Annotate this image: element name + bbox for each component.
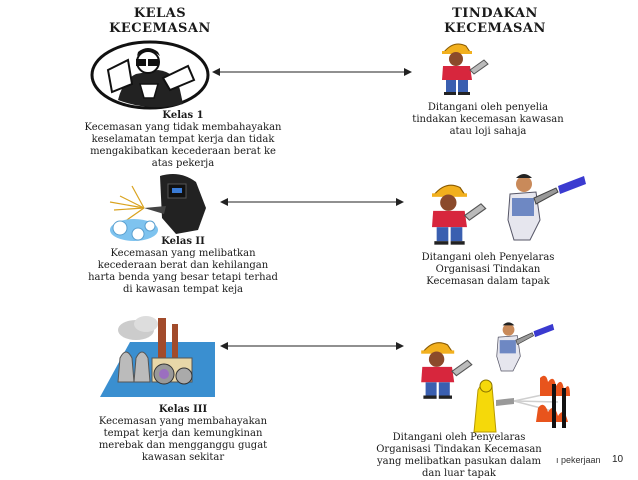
class-2-line: harta benda yang besar tetapi terhad — [88, 272, 278, 283]
footer-text: ı pekerjaan — [556, 455, 601, 465]
action-2-line: Kecemasan dalam tapak — [426, 276, 550, 287]
page-number: 10 — [612, 454, 624, 465]
welder-sparks-icon — [109, 174, 206, 241]
double-arrow-row-1 — [212, 68, 412, 76]
action-1-line: atau loji sahaja — [449, 126, 527, 137]
double-arrow-row-2 — [220, 198, 404, 206]
class-3-line: tempat kerja dan kemungkinan — [103, 428, 263, 439]
class-1-line: atas pekerja — [151, 158, 215, 169]
firefighter-spray-icon — [496, 322, 555, 372]
action-1-line: tindakan kecemasan kawasan — [412, 114, 564, 125]
class-2-title: Kelas II — [161, 236, 205, 247]
class-2-line: Kecemasan yang melibatkan — [110, 248, 256, 259]
header-tindakan: TINDAKAN KECEMASAN — [430, 6, 560, 36]
class-1-line: keselamatan tempat kerja dan tidak — [91, 134, 275, 145]
header-kelas-line2: KECEMASAN — [109, 21, 211, 36]
factory-smoke-icon — [100, 316, 215, 397]
action-3-line: yang melibatkan pasukan dalam — [376, 456, 542, 467]
class-1-line: mengakibatkan kecederaan berat ke — [90, 146, 276, 157]
class-3-title: Kelas III — [158, 404, 208, 415]
action-3-line: dan luar tapak — [422, 468, 496, 479]
class-1-description: Kelas 1 Kecemasan yang tidak membahayaka… — [78, 110, 288, 170]
header-tindakan-line2: KECEMASAN — [444, 21, 546, 36]
action-2-description: Ditangani oleh Penyelaras Organisasi Tin… — [408, 252, 568, 288]
hardhat-worker-icon — [432, 184, 487, 245]
header-kelas: KELAS KECEMASAN — [95, 6, 225, 36]
hardhat-worker-icon — [421, 342, 473, 399]
header-kelas-line1: KELAS — [133, 6, 187, 21]
class-3-description: Kelas III Kecemasan yang membahayakan te… — [78, 404, 288, 464]
class-3-line: merebak dan mengganggu gugat — [98, 440, 268, 451]
action-3-line: Ditangani oleh Penyelaras — [392, 432, 526, 443]
class-2-line: kecederaan berat dan kehilangan — [97, 260, 269, 271]
action-2-line: Ditangani oleh Penyelaras — [421, 252, 555, 263]
action-3-description: Ditangani oleh Penyelaras Organisasi Tin… — [374, 432, 544, 480]
class-1-line: Kecemasan yang tidak membahayakan — [84, 122, 282, 133]
class-3-line: Kecemasan yang membahayakan — [98, 416, 268, 427]
class-2-description: Kelas II Kecemasan yang melibatkan keced… — [78, 236, 288, 296]
double-arrow-row-3 — [220, 342, 404, 350]
hardhat-worker-icon — [442, 43, 489, 95]
worker-binoculars-icon — [90, 40, 210, 110]
class-3-line: kawasan sekitar — [141, 452, 225, 463]
class-1-title: Kelas 1 — [162, 110, 204, 121]
fire-suppression-icon — [473, 375, 570, 433]
action-2-line: Organisasi Tindakan — [435, 264, 541, 275]
header-tindakan-line1: TINDAKAN — [452, 6, 538, 21]
action-1-description: Ditangani oleh penyelia tindakan kecemas… — [408, 102, 568, 138]
class-2-line: di kawasan tempat keja — [122, 284, 244, 295]
action-3-line: Organisasi Tindakan Kecemasan — [376, 444, 542, 455]
firefighter-spray-icon — [507, 174, 586, 241]
action-1-line: Ditangani oleh penyelia — [427, 102, 549, 113]
